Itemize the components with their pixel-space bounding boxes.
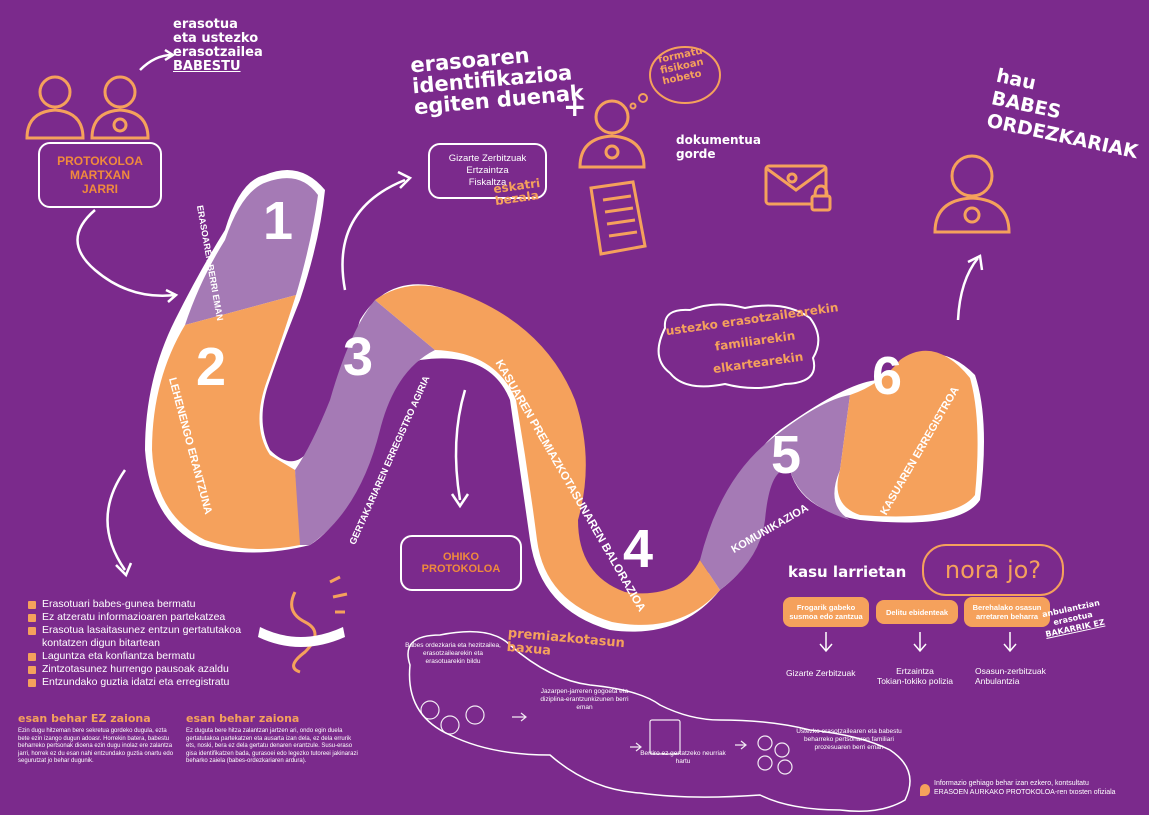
protokoloa-box: PROTOKOLOA MARTXAN JARRI bbox=[38, 142, 162, 208]
plus-sign: + bbox=[563, 90, 587, 123]
nora-bubble: nora jo? bbox=[922, 544, 1064, 596]
kasu-title: kasu larrietan bbox=[788, 563, 907, 581]
representative-icon bbox=[933, 154, 1011, 234]
thought-bubble bbox=[629, 46, 721, 110]
premia-cloud bbox=[407, 630, 911, 812]
esan-bai-section: esan behar zaiona Ez duguta bere hitza z… bbox=[186, 712, 361, 766]
premia-step-3: Berriro ez gertatzeko neurriak hartu bbox=[640, 750, 726, 765]
kasu-arrows bbox=[819, 632, 1017, 653]
step-6-number: 6 bbox=[872, 346, 903, 406]
protokoloa-line1: PROTOKOLOA bbox=[57, 154, 143, 168]
step-1-number: 1 bbox=[263, 191, 294, 251]
person-icon bbox=[578, 99, 646, 169]
services-line2: Ertzaintza bbox=[466, 165, 509, 176]
kasu-dest-2: Ertzaintza Tokian-tokiko polizia bbox=[865, 666, 965, 686]
kasu-dest-3b: Anbulantzia bbox=[975, 676, 1020, 686]
kasu-dest-2a: Ertzaintza bbox=[896, 666, 934, 676]
info-drop-icon bbox=[920, 784, 930, 796]
protect-note: erasotua eta ustezko erasotzailea BABEST… bbox=[173, 18, 263, 74]
dokumentua-note: dokumentua gorde bbox=[676, 133, 761, 161]
guideline-item: Erasotua lasaitasunez entzun gertatutako… bbox=[28, 624, 258, 650]
footer-line1: Informazio gehiago behar izan ezkero, ko… bbox=[934, 780, 1089, 787]
protokoloa-line3: JARRI bbox=[81, 182, 118, 196]
ohiko-line2: PROTOKOLOA bbox=[421, 563, 501, 575]
guideline-item: Ez atzeratu informazioaren partekatzea bbox=[28, 611, 258, 624]
ohiko-box: OHIKO PROTOKOLOA bbox=[400, 535, 522, 591]
protect-note-line2: eta ustezko bbox=[173, 31, 259, 46]
guideline-item: Laguntza eta konfiantza bermatu bbox=[28, 650, 258, 663]
footer-note: Informazio gehiago behar izan ezkero, ko… bbox=[934, 779, 1116, 797]
kasu-dest-1: Gizarte Zerbitzuak bbox=[786, 668, 856, 678]
guideline-item: Entzundako guztia idatzi eta erregistrat… bbox=[28, 676, 258, 689]
protect-note-line4: BABESTU bbox=[173, 59, 241, 74]
protect-note-line3: erasotzailea bbox=[173, 45, 263, 60]
kasu-pill-3: Berehalako osasun arretaren beharra bbox=[964, 597, 1050, 627]
kasu-dest-3: Osasun-zerbitzuak Anbulantzia bbox=[975, 666, 1065, 686]
premia-step-4: Ustezko erasotzailearen eta babestu beha… bbox=[796, 728, 902, 751]
kasu-dest-2b: Tokian-tokiko polizia bbox=[876, 676, 954, 686]
step-2-number: 2 bbox=[196, 337, 227, 397]
guideline-item: Zintzotasunez hurrengo pausoak azaldu bbox=[28, 663, 258, 676]
protokoloa-line2: MARTXAN bbox=[70, 168, 130, 182]
ohiko-line1: OHIKO bbox=[442, 551, 480, 563]
persons-icon bbox=[25, 75, 150, 140]
envelope-icon bbox=[764, 164, 832, 212]
kasu-dest-3a: Osasun-zerbitzuak bbox=[975, 666, 1046, 676]
esan-ez-section: esan behar EZ zaiona Ezin dugu hitzeman … bbox=[18, 712, 178, 766]
esan-bai-text: Ez duguta bere hitza zalantzan jartzen a… bbox=[186, 728, 358, 764]
step-5-number: 5 bbox=[771, 425, 802, 485]
protect-note-line1: erasotua bbox=[173, 17, 238, 32]
esan-ez-title: esan behar EZ zaiona bbox=[18, 712, 151, 725]
step-4-number: 4 bbox=[623, 519, 654, 579]
document-icon bbox=[589, 180, 647, 256]
kasu-pill-2: Delitu ebidenteak bbox=[876, 600, 958, 624]
familia-cloud bbox=[657, 303, 820, 389]
guideline-item: Erasotuari babes-gunea bermatu bbox=[28, 598, 258, 611]
dokumentua-line2: gorde bbox=[676, 147, 716, 161]
dokumentua-line1: dokumentua bbox=[676, 133, 761, 147]
nora-text: nora jo? bbox=[944, 556, 1042, 584]
services-box: Gizarte Zerbitzuak Ertzaintza Fiskaltza bbox=[428, 143, 547, 199]
footer-line2: ERASOEN AURKAKO PROTOKOLOA-ren txosten o… bbox=[934, 789, 1116, 796]
esan-ez-text: Ezin dugu hitzeman bere sekretua gordeko… bbox=[18, 728, 174, 764]
esan-bai-title: esan behar zaiona bbox=[186, 712, 300, 725]
services-line1: Gizarte Zerbitzuak bbox=[448, 153, 527, 164]
premia-step-1: Babes ordezkaria eta hezitzailea, erasot… bbox=[405, 642, 501, 665]
hug-sketch bbox=[258, 575, 348, 674]
step-3-number: 3 bbox=[343, 327, 374, 387]
premia-step-2: Jazarpen-jarreren gogoeta eta diziplina-… bbox=[540, 688, 629, 711]
guidelines-list: Erasotuari babes-gunea bermatu Ez atzera… bbox=[28, 598, 258, 689]
services-line3: Fiskaltza bbox=[468, 177, 507, 188]
kasu-pill-1: Frogarik gabeko susmoa edo zantzua bbox=[783, 597, 869, 627]
